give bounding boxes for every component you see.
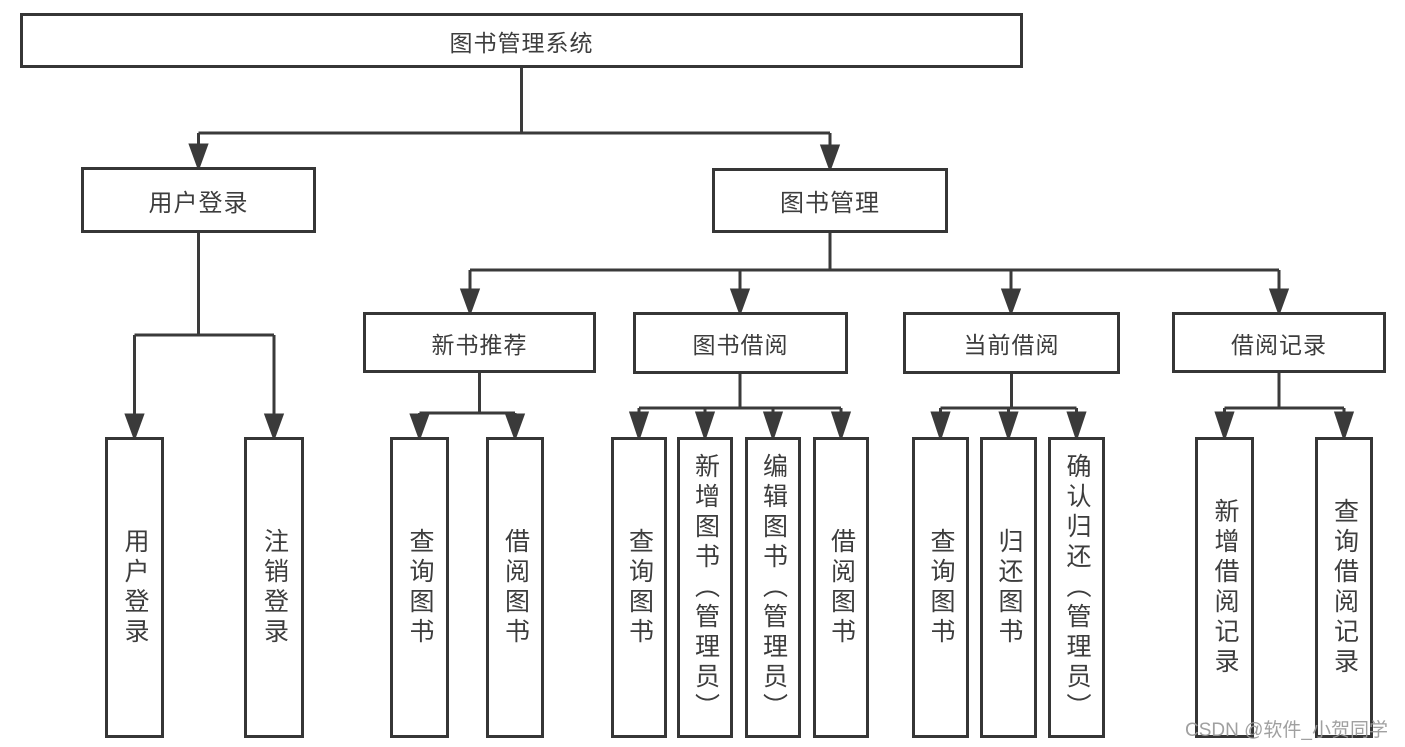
arrow-down-icon — [819, 144, 841, 173]
arrow-down-icon — [830, 411, 852, 442]
connector-current-borrow-children — [930, 374, 1087, 442]
arrow-down-icon — [1066, 411, 1087, 442]
leaf-edit-books-admin: 编辑图书（管理员） — [745, 437, 801, 738]
leaf-borrow-books-1: 借阅图书 — [486, 437, 544, 738]
arrow-down-icon — [1333, 411, 1355, 442]
node-user-login: 用户登录 — [81, 167, 316, 233]
connector-borrow-records-children — [1214, 373, 1355, 442]
arrow-down-icon — [1000, 288, 1022, 317]
node-book-management: 图书管理 — [712, 168, 948, 233]
arrow-down-icon — [729, 288, 751, 317]
arrow-down-icon — [628, 411, 650, 442]
leaf-label: 查询图书 — [406, 527, 434, 648]
connector-book-mgmt-children — [459, 233, 1290, 317]
arrow-down-icon — [930, 411, 951, 442]
leaf-label: 编辑图书（管理员） — [759, 452, 788, 723]
leaf-logout: 注销登录 — [244, 437, 304, 738]
leaf-confirm-return-admin: 确认归还（管理员） — [1048, 437, 1105, 738]
node-borrow-records: 借阅记录 — [1172, 312, 1386, 373]
arrow-down-icon — [188, 143, 209, 172]
leaf-label: 查询图书 — [625, 527, 654, 648]
leaf-user-login: 用户登录 — [105, 437, 164, 738]
leaf-query-books-2: 查询图书 — [611, 437, 667, 738]
connector-root-to-level2 — [188, 68, 841, 173]
leaf-return-books: 归还图书 — [980, 437, 1037, 738]
arrow-down-icon — [998, 411, 1019, 442]
leaf-label: 新增借阅记录 — [1211, 497, 1239, 678]
node-current-borrow: 当前借阅 — [903, 312, 1120, 374]
leaf-label: 确认归还（管理员） — [1063, 452, 1091, 723]
arrow-down-icon — [263, 413, 285, 442]
leaf-query-borrow-record: 查询借阅记录 — [1315, 437, 1373, 738]
leaf-borrow-books-2: 借阅图书 — [813, 437, 869, 738]
leaf-add-borrow-record: 新增借阅记录 — [1195, 437, 1254, 738]
arrow-down-icon — [762, 411, 784, 442]
leaf-query-books-1: 查询图书 — [390, 437, 449, 738]
node-root: 图书管理系统 — [20, 13, 1023, 68]
leaf-label: 用户登录 — [121, 527, 149, 648]
arrow-down-icon — [124, 413, 145, 442]
node-book-borrow: 图书借阅 — [633, 312, 848, 374]
csdn-watermark: CSDN @软件_小贺同学 — [1185, 720, 1388, 741]
arrow-down-icon — [459, 288, 481, 317]
leaf-label: 新增图书（管理员） — [691, 452, 720, 723]
leaf-add-books-admin: 新增图书（管理员） — [677, 437, 733, 738]
leaf-label: 查询借阅记录 — [1330, 497, 1359, 678]
node-new-book-recommend: 新书推荐 — [363, 312, 596, 373]
leaf-label: 借阅图书 — [827, 527, 856, 648]
arrow-down-icon — [694, 411, 716, 442]
arrow-down-icon — [409, 413, 430, 442]
arrow-down-icon — [1214, 411, 1235, 442]
leaf-label: 注销登录 — [260, 527, 289, 648]
arrow-down-icon — [1268, 288, 1290, 317]
leaf-label: 归还图书 — [995, 527, 1023, 648]
connector-new-book-rec-children — [409, 373, 526, 442]
connector-user-login-children — [124, 233, 285, 442]
connector-book-borrow-children — [628, 374, 852, 442]
leaf-label: 查询图书 — [927, 527, 955, 648]
leaf-query-books-3: 查询图书 — [912, 437, 969, 738]
arrow-down-icon — [504, 413, 526, 442]
leaf-label: 借阅图书 — [501, 527, 530, 648]
